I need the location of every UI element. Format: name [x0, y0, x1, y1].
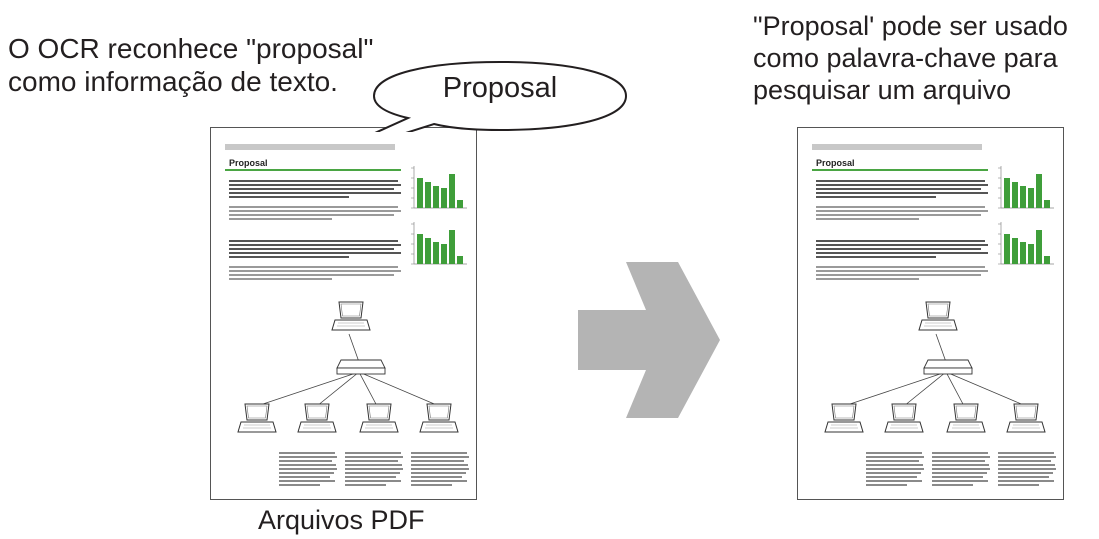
text-column — [279, 452, 337, 488]
laptop-icon — [359, 403, 399, 433]
chart-bar — [1044, 256, 1050, 264]
header-bar — [225, 144, 395, 150]
chart-bar — [1044, 200, 1050, 208]
text-block — [229, 266, 401, 282]
chart-bar — [457, 256, 463, 264]
network-switch-icon — [336, 359, 386, 375]
text-block — [816, 240, 988, 260]
laptop-icon — [331, 301, 371, 331]
chart-bar — [1036, 230, 1042, 264]
network-switch-icon — [923, 359, 973, 375]
laptop-icon — [884, 403, 924, 433]
chart-bar — [417, 178, 423, 208]
chart-bar — [1012, 182, 1018, 208]
text-column — [345, 452, 403, 488]
chart-bar — [441, 244, 447, 264]
pdf-document-right: Proposal — [797, 127, 1064, 500]
text-block — [229, 240, 401, 260]
text-block — [816, 266, 988, 282]
text-column — [932, 452, 990, 488]
chart-bar — [1028, 188, 1034, 208]
document-title: Proposal — [816, 158, 855, 168]
bar-chart-icon — [411, 222, 467, 265]
chart-bar — [457, 200, 463, 208]
laptop-icon — [237, 403, 277, 433]
chart-bar — [1020, 242, 1026, 264]
document-title: Proposal — [229, 158, 268, 168]
bubble-label: Proposal — [442, 72, 558, 104]
chart-bar — [425, 182, 431, 208]
keyword-caption-line-3: pesquisar um arquivo — [753, 75, 1012, 105]
bar-chart-icon — [998, 166, 1054, 209]
network-diagram — [237, 301, 459, 433]
chart-bar — [449, 174, 455, 208]
chart-bar — [417, 234, 423, 264]
arrow-right-icon — [578, 262, 720, 418]
text-column — [411, 452, 469, 488]
bar-chart-icon — [998, 222, 1054, 265]
chart-bar — [1028, 244, 1034, 264]
chart-bar — [441, 188, 447, 208]
text-block — [816, 180, 988, 200]
chart-bar — [449, 230, 455, 264]
speech-bubble — [372, 60, 628, 132]
title-underline — [225, 169, 401, 171]
chart-bar — [425, 238, 431, 264]
ocr-caption: O OCR reconhece "proposal" como informaç… — [8, 32, 428, 98]
chart-bar — [1004, 178, 1010, 208]
pdf-files-caption: Arquivos PDF — [258, 505, 425, 535]
chart-bar — [1036, 174, 1042, 208]
laptop-icon — [297, 403, 337, 433]
text-block — [816, 206, 988, 222]
header-bar — [812, 144, 982, 150]
keyword-caption: "Proposal' pode ser usado como palavra-c… — [753, 10, 1093, 106]
keyword-caption-line-1: "Proposal' pode ser usado — [753, 11, 1068, 41]
laptop-icon — [946, 403, 986, 433]
text-block — [229, 180, 401, 200]
chart-bar — [433, 186, 439, 208]
ocr-caption-line-2: como informação de texto. — [8, 66, 338, 97]
pdf-document-left: Proposal — [210, 127, 477, 500]
chart-bar — [1012, 238, 1018, 264]
text-column — [998, 452, 1056, 488]
laptop-icon — [824, 403, 864, 433]
title-underline — [812, 169, 988, 171]
chart-bar — [1020, 186, 1026, 208]
bar-chart-icon — [411, 166, 467, 209]
laptop-icon — [419, 403, 459, 433]
network-diagram — [824, 301, 1046, 433]
laptop-icon — [918, 301, 958, 331]
text-column — [866, 452, 924, 488]
laptop-icon — [1006, 403, 1046, 433]
keyword-caption-line-2: como palavra-chave para — [753, 43, 1058, 73]
ocr-caption-line-1: O OCR reconhece "proposal" — [8, 33, 374, 64]
chart-bar — [1004, 234, 1010, 264]
text-block — [229, 206, 401, 222]
chart-bar — [433, 242, 439, 264]
